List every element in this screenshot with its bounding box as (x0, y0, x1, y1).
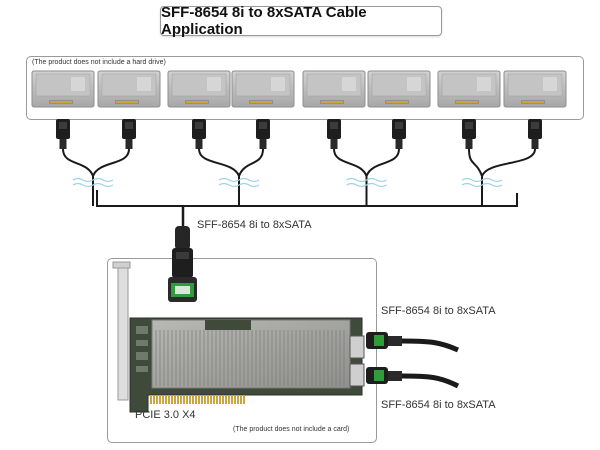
side-cable-bottom (366, 367, 460, 389)
branch-pair (461, 148, 536, 206)
title-box: SFF-8654 8i to 8xSATA Cable Application (160, 4, 442, 38)
hard-drives (31, 70, 567, 108)
hard-drive (367, 70, 431, 108)
branch-pair (333, 148, 400, 206)
hard-drive (302, 70, 366, 108)
side-cable-top (366, 332, 460, 353)
pcie-card (112, 261, 365, 413)
branch-cables (62, 148, 536, 206)
sata-plug (528, 119, 542, 149)
sata-plug (122, 119, 136, 149)
hard-drive (503, 70, 567, 108)
sata-plug (462, 119, 476, 149)
sata-plug (392, 119, 406, 149)
hard-drive (437, 70, 501, 108)
side-cable-label-top: SFF-8654 8i to 8xSATA (381, 305, 496, 317)
sata-plug (327, 119, 341, 149)
diagram-title: SFF-8654 8i to 8xSATA Cable Application (161, 4, 367, 38)
card-note: (The product does not include a card) (233, 426, 350, 433)
pcie-label: PCIE 3.0 X4 (135, 409, 196, 421)
sata-connectors (56, 119, 542, 149)
sata-plug (56, 119, 70, 149)
sata-plug (256, 119, 270, 149)
branch-pair (62, 148, 130, 206)
branch-pair (198, 148, 264, 206)
sata-plug (192, 119, 206, 149)
hard-drive (167, 70, 231, 108)
main-cable-label: SFF-8654 8i to 8xSATA (197, 219, 312, 231)
hard-drive (31, 70, 95, 108)
drive-note: (The product does not include a hard dri… (32, 59, 166, 66)
trunk-cable (96, 193, 518, 226)
hard-drive (231, 70, 295, 108)
side-cable-label-bottom: SFF-8654 8i to 8xSATA (381, 399, 496, 411)
hard-drive (97, 70, 161, 108)
sff-8654-main-connector (168, 226, 197, 302)
